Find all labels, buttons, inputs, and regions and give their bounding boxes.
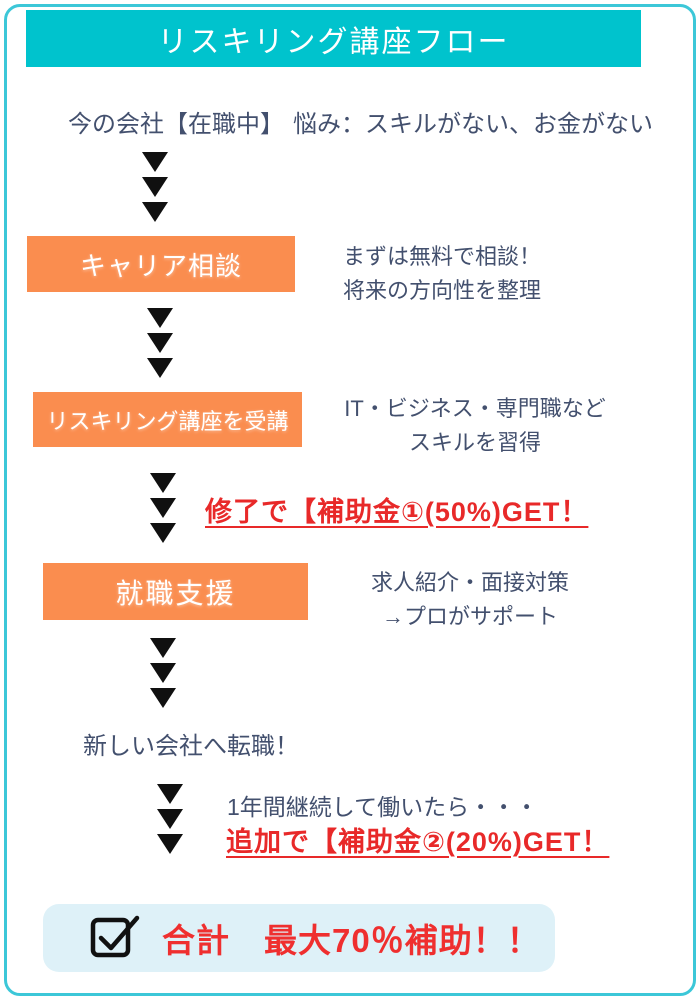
- summary-total-label: 合計 最大70％補助！！: [162, 922, 541, 959]
- down-triangle-icon: [157, 784, 183, 804]
- step-description: まずは無料で相談！ 将来の方向性を整理: [307, 240, 577, 308]
- down-arrow-icon: [150, 638, 176, 708]
- down-triangle-icon: [150, 638, 176, 658]
- down-triangle-icon: [150, 688, 176, 708]
- step-description: 求人紹介・面接対策 →プロがサポート: [320, 566, 620, 634]
- down-arrow-icon: [150, 473, 176, 543]
- checked-checkbox-icon: [90, 915, 140, 958]
- summary-banner: 合計 最大70％補助！！: [43, 904, 555, 972]
- down-triangle-icon: [150, 663, 176, 683]
- down-triangle-icon: [147, 358, 173, 378]
- down-triangle-icon: [150, 498, 176, 518]
- step-box-label: 就職支援: [115, 577, 236, 609]
- step-box-career-consult: キャリア相談: [27, 236, 295, 292]
- subsidy-1-note: 修了で【補助金①(50%)GET！: [205, 497, 589, 527]
- step-box-job-support: 就職支援: [43, 563, 308, 620]
- page-title: リスキリング講座フロー: [157, 25, 510, 59]
- start-worry-note: 悩み：スキルがない、お金がない: [293, 111, 653, 138]
- step-description-line: まずは無料で相談！: [342, 244, 541, 269]
- step-description: IT・ビジネス・専門職など スキルを習得: [325, 392, 625, 460]
- step-description-line: 求人紹介・面接対策: [370, 570, 569, 595]
- subsidy-2-note: 追加で【補助金②(20%)GET！: [226, 827, 610, 857]
- down-triangle-icon: [157, 809, 183, 829]
- down-triangle-icon: [150, 473, 176, 493]
- down-triangle-icon: [142, 177, 168, 197]
- step-description-line: →プロがサポート: [381, 604, 558, 629]
- title-banner: リスキリング講座フロー: [26, 10, 641, 67]
- down-triangle-icon: [150, 523, 176, 543]
- one-year-condition-label: 1年間継続して働いたら・・・: [227, 794, 539, 820]
- step-description-line: スキルを習得: [408, 430, 541, 455]
- down-triangle-icon: [157, 834, 183, 854]
- down-triangle-icon: [147, 308, 173, 328]
- step-box-label: リスキリング講座を受講: [46, 408, 289, 434]
- start-state-label: 今の会社【在職中】: [68, 111, 284, 138]
- step-description-line: IT・ビジネス・専門職など: [344, 396, 606, 421]
- down-triangle-icon: [142, 152, 168, 172]
- down-triangle-icon: [142, 202, 168, 222]
- step-description-line: 将来の方向性を整理: [342, 278, 541, 303]
- down-arrow-icon: [157, 784, 183, 854]
- step-box-take-course: リスキリング講座を受講: [33, 392, 302, 447]
- goal-label: 新しい会社へ転職！: [83, 733, 299, 760]
- step-box-label: キャリア相談: [79, 250, 242, 281]
- down-triangle-icon: [147, 333, 173, 353]
- down-arrow-icon: [147, 308, 173, 378]
- down-arrow-icon: [142, 152, 168, 222]
